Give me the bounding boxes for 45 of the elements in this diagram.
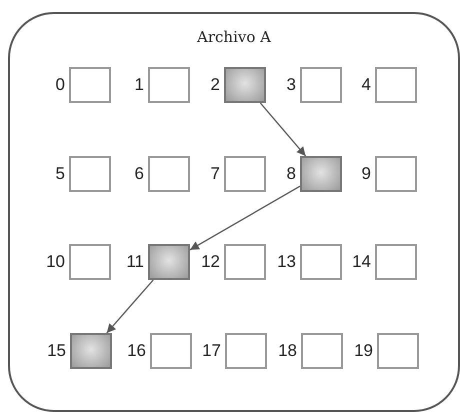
empty-slot — [150, 333, 192, 369]
empty-slot — [301, 333, 343, 369]
arrow — [106, 280, 154, 334]
slot-number: 9 — [360, 164, 371, 184]
empty-slot — [224, 244, 266, 280]
slot-number: 17 — [201, 341, 221, 361]
slot-number: 16 — [126, 341, 146, 361]
empty-slot — [69, 67, 111, 103]
slot-number: 2 — [210, 75, 220, 95]
shaded-slot — [70, 333, 112, 369]
shaded-slot — [300, 156, 342, 192]
file-frame — [8, 12, 460, 412]
empty-slot — [148, 67, 190, 103]
slot-number: 5 — [54, 164, 65, 184]
empty-slot — [377, 333, 419, 369]
empty-slot — [375, 156, 417, 192]
slot-number: 11 — [125, 252, 144, 272]
empty-slot — [300, 244, 342, 280]
file-title: Archivo A — [196, 28, 272, 46]
empty-slot — [224, 156, 266, 192]
slot-number: 8 — [286, 164, 296, 184]
empty-slot — [375, 67, 417, 103]
slot-number: 14 — [351, 252, 371, 272]
empty-slot — [300, 67, 342, 103]
empty-slot — [69, 156, 111, 192]
slot-number: 1 — [134, 75, 144, 95]
slot-number: 15 — [46, 341, 66, 361]
shaded-slot — [148, 244, 190, 280]
slot-number: 13 — [276, 252, 296, 272]
empty-slot — [225, 333, 267, 369]
empty-slot — [148, 156, 190, 192]
slot-number: 18 — [277, 341, 297, 361]
slot-number: 4 — [360, 75, 371, 95]
slot-number: 19 — [353, 341, 373, 361]
slot-number: 3 — [286, 75, 296, 95]
slot-number: 12 — [200, 252, 220, 272]
slot-number: 6 — [134, 164, 144, 184]
empty-slot — [69, 244, 111, 280]
empty-slot — [375, 244, 417, 280]
slot-number: 10 — [45, 252, 65, 272]
slot-number: 0 — [54, 75, 65, 95]
slot-number: 7 — [210, 164, 220, 184]
arrow — [190, 186, 300, 250]
arrow — [260, 102, 306, 156]
shaded-slot — [224, 67, 266, 103]
